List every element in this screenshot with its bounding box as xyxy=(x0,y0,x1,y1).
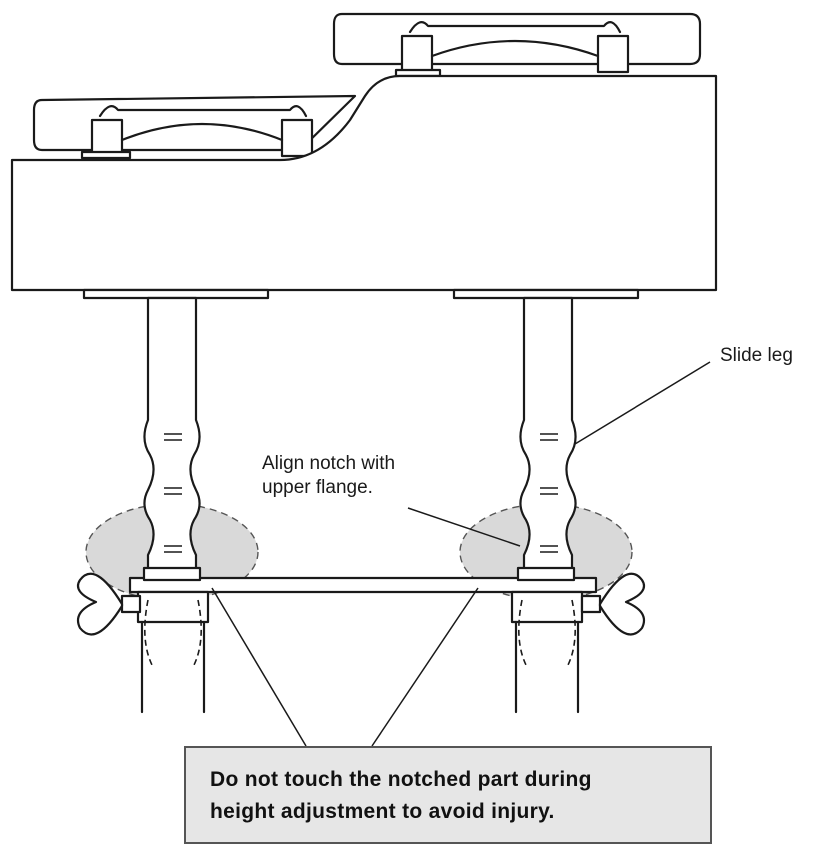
warning-text: Do not touch the notched part during hei… xyxy=(210,764,592,828)
lower-tube-right xyxy=(510,566,584,714)
upper-table-tray xyxy=(332,12,702,78)
warning-line-1: Do not touch the notched part during xyxy=(210,768,592,791)
lower-table-tray xyxy=(32,94,357,160)
mount-plate-right xyxy=(452,288,640,300)
warning-box: Do not touch the notched part during hei… xyxy=(184,746,712,844)
main-body xyxy=(10,74,718,292)
cross-bar xyxy=(128,576,598,594)
slide-leg-label: Slide leg xyxy=(720,345,793,366)
wing-nut-left xyxy=(76,572,142,636)
leader-warning-right xyxy=(371,587,479,747)
align-notch-label-line2: upper flange. xyxy=(262,477,373,498)
lower-tube-left xyxy=(136,566,210,714)
mount-plate-left xyxy=(82,288,270,300)
align-notch-label-line1: Align notch with xyxy=(262,453,396,474)
leader-warning-left xyxy=(211,587,307,747)
slide-leg-left xyxy=(143,296,201,572)
warning-line-2: height adjustment to avoid injury. xyxy=(210,800,555,823)
slide-leg-right xyxy=(519,296,577,572)
wing-nut-right xyxy=(580,572,646,636)
leader-slide-leg xyxy=(574,361,711,445)
leader-align-notch xyxy=(407,507,521,547)
